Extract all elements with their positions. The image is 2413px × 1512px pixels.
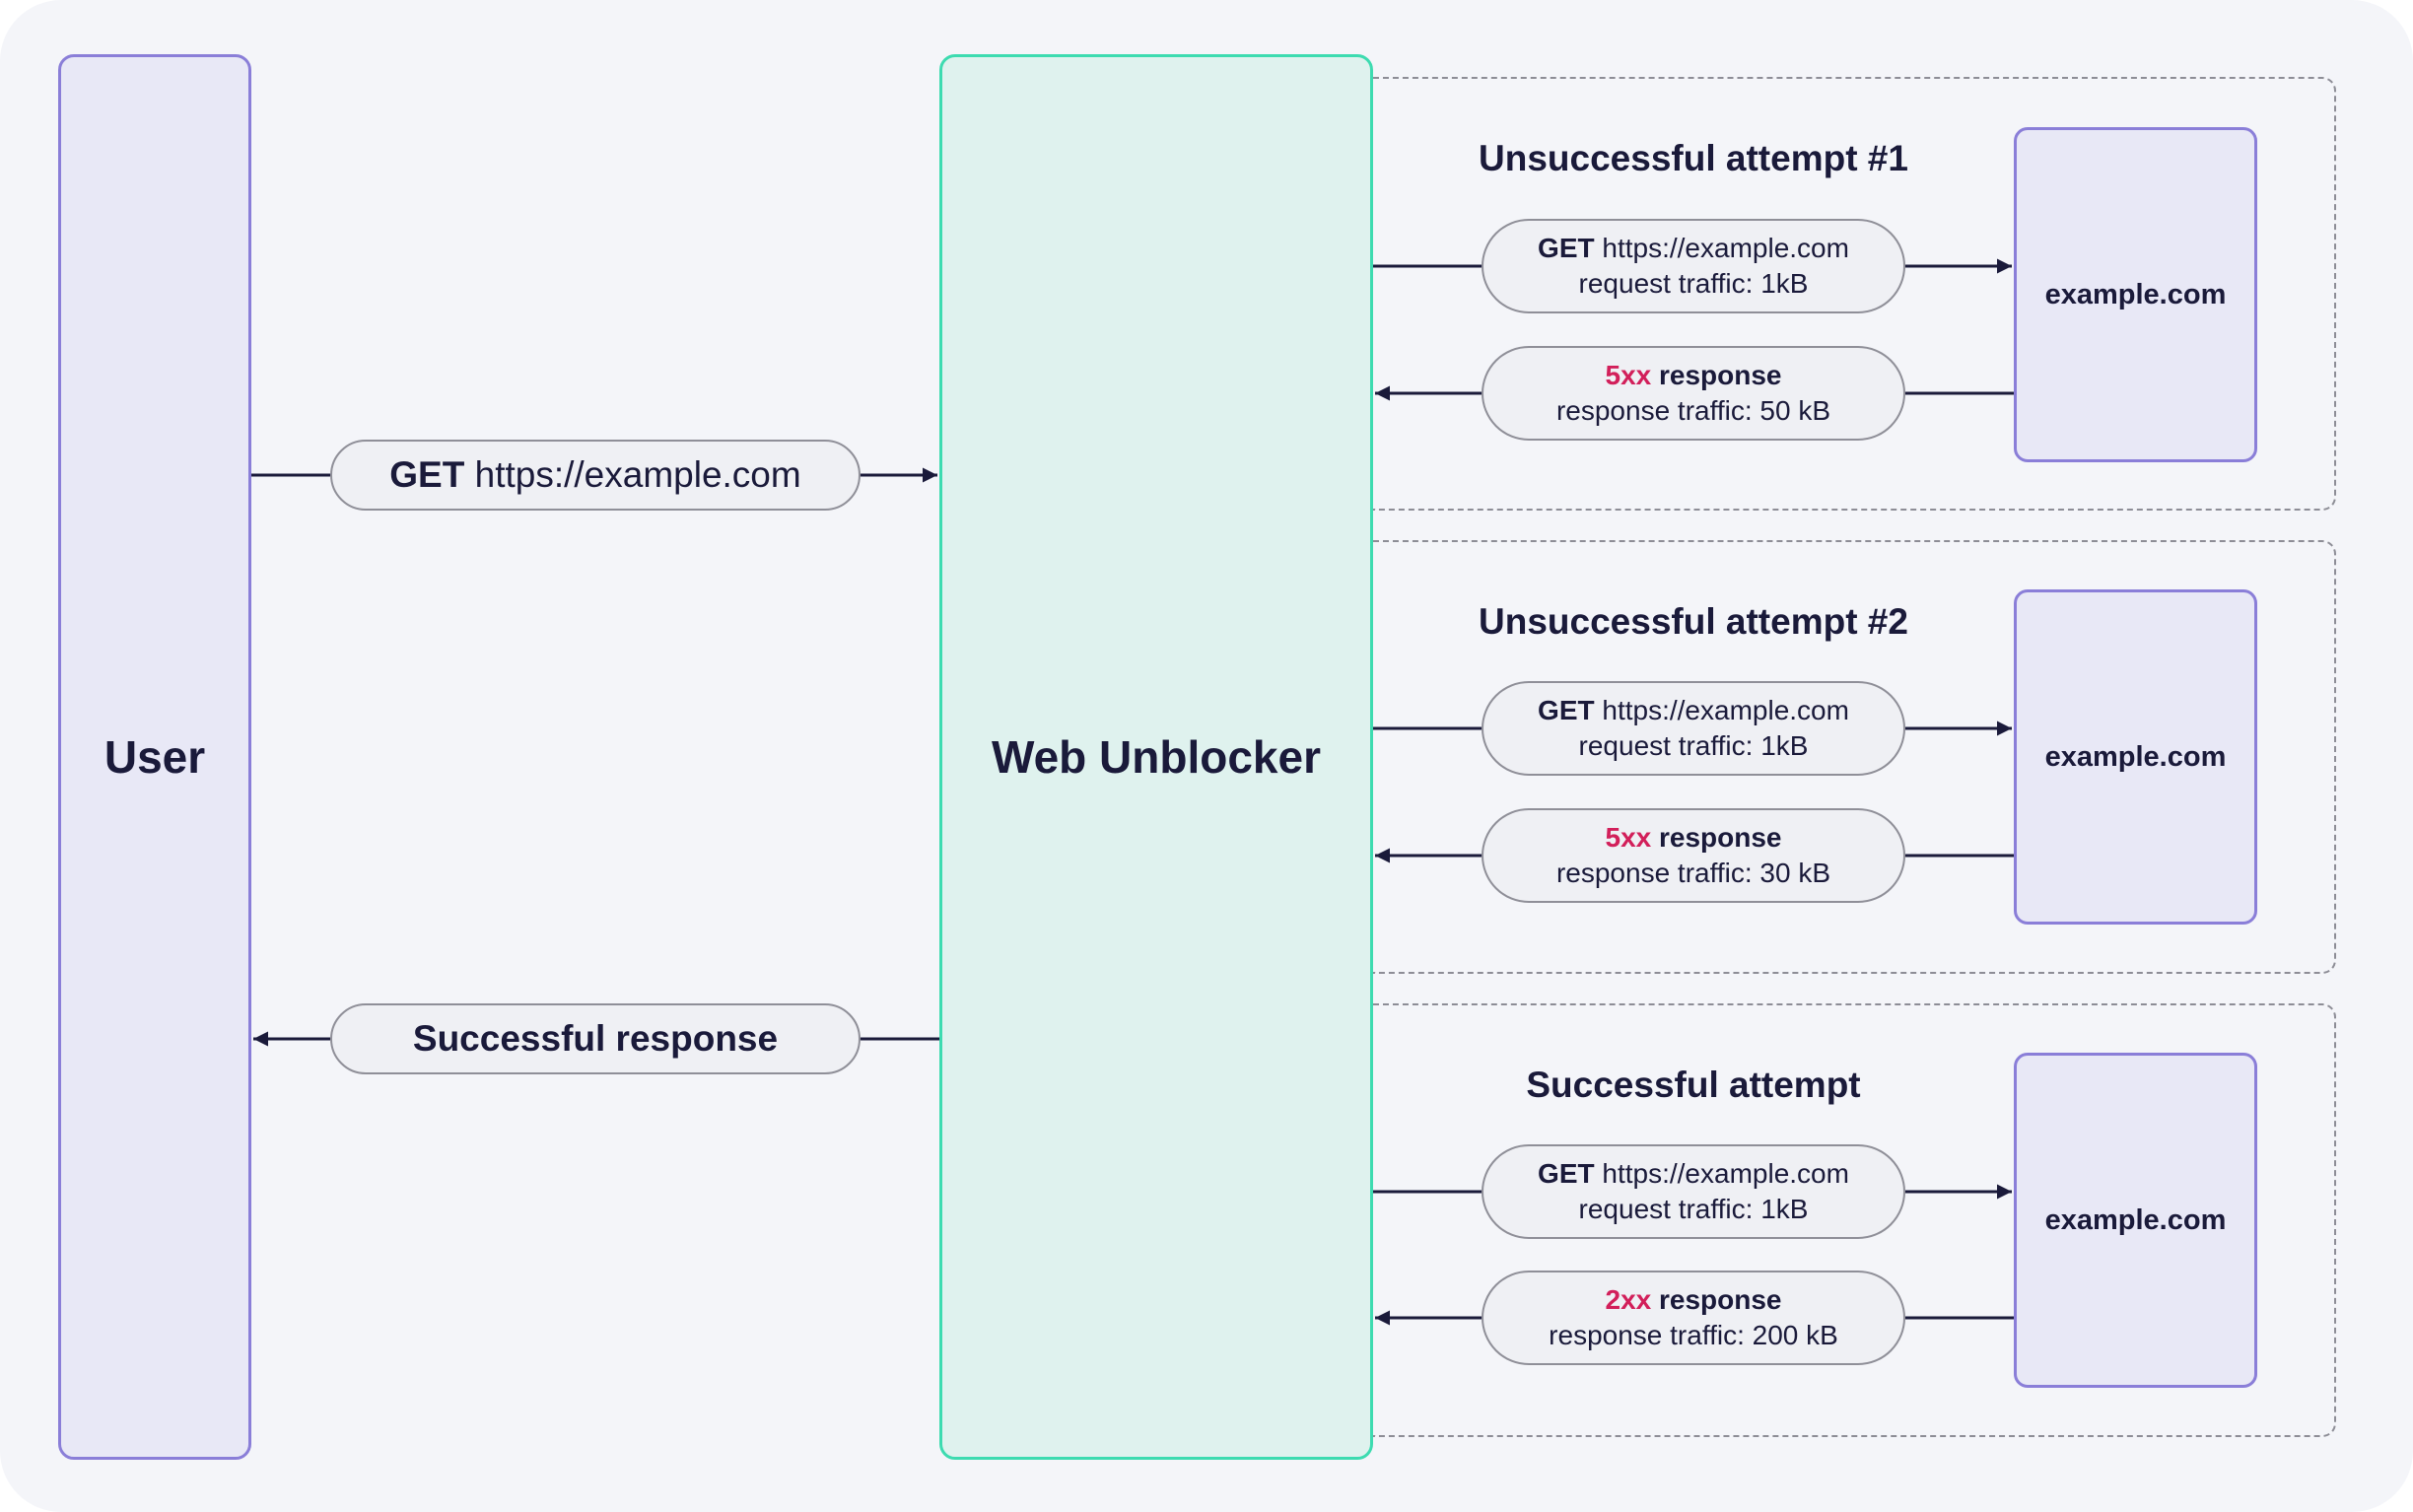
- attempt-2-request-url: https://example.com: [1602, 694, 1849, 725]
- attempt-3-request-method: GET: [1538, 1157, 1595, 1189]
- attempt-3-site-label: example.com: [2044, 1203, 2227, 1236]
- attempt-1-response-traffic: response traffic: 50 kB: [1555, 395, 1831, 426]
- user-label: User: [103, 731, 206, 783]
- web-unblocker-node: Web Unblocker: [939, 54, 1373, 1460]
- attempt-2-request-traffic: request traffic: 1kB: [1578, 730, 1809, 761]
- attempt-3-response-word: response: [1659, 1283, 1782, 1315]
- attempt-2-status-code: 5xx: [1605, 821, 1652, 853]
- attempt-2-site-label: example.com: [2044, 740, 2227, 773]
- attempt-2-request-pill: GET https://example.com request traffic:…: [1482, 681, 1905, 776]
- attempt-1-target-site: example.com: [2014, 127, 2257, 462]
- attempt-2-title: Unsuccessful attempt #2: [1479, 601, 1908, 642]
- attempt-1-request-traffic: request traffic: 1kB: [1578, 268, 1809, 299]
- user-request-url: https://example.com: [474, 453, 801, 495]
- user-response-label: Successful response: [412, 1017, 779, 1059]
- attempt-3-response-traffic: response traffic: 200 kB: [1549, 1320, 1838, 1350]
- attempt-group-2: [1373, 540, 2336, 974]
- attempt-1-request-url: https://example.com: [1602, 232, 1849, 263]
- attempt-2-response-traffic: response traffic: 30 kB: [1555, 858, 1831, 888]
- attempt-2-target-site: example.com: [2014, 589, 2257, 925]
- attempt-3-request-url: https://example.com: [1602, 1157, 1849, 1189]
- attempt-1-site-label: example.com: [2044, 278, 2227, 310]
- attempt-3-target-site: example.com: [2014, 1053, 2257, 1388]
- attempt-2-request-method: GET: [1538, 694, 1595, 725]
- attempt-1-status-code: 5xx: [1605, 359, 1652, 390]
- attempt-3-title: Successful attempt: [1526, 1065, 1861, 1105]
- user-response-pill: Successful response: [330, 1003, 861, 1074]
- attempt-2-response-word: response: [1659, 821, 1782, 853]
- attempt-1-request-pill: GET https://example.com request traffic:…: [1482, 219, 1905, 313]
- user-request-method: GET: [389, 453, 465, 495]
- user-node: User: [58, 54, 251, 1460]
- attempt-1-request-method: GET: [1538, 232, 1595, 263]
- attempt-1-response-pill: 5xx response response traffic: 50 kB: [1482, 346, 1905, 441]
- attempt-1-title: Unsuccessful attempt #1: [1479, 138, 1908, 178]
- web-unblocker-label: Web Unblocker: [992, 731, 1321, 783]
- attempt-group-3: [1373, 1003, 2336, 1437]
- user-request-pill: GET https://example.com: [330, 440, 861, 511]
- attempt-3-request-pill: GET https://example.com request traffic:…: [1482, 1144, 1905, 1239]
- attempt-2-response-pill: 5xx response response traffic: 30 kB: [1482, 808, 1905, 903]
- attempt-1-response-word: response: [1659, 359, 1782, 390]
- attempt-3-status-code: 2xx: [1605, 1283, 1652, 1315]
- attempt-group-1: [1373, 77, 2336, 511]
- attempt-3-request-traffic: request traffic: 1kB: [1578, 1194, 1809, 1224]
- attempt-3-response-pill: 2xx response response traffic: 200 kB: [1482, 1271, 1905, 1365]
